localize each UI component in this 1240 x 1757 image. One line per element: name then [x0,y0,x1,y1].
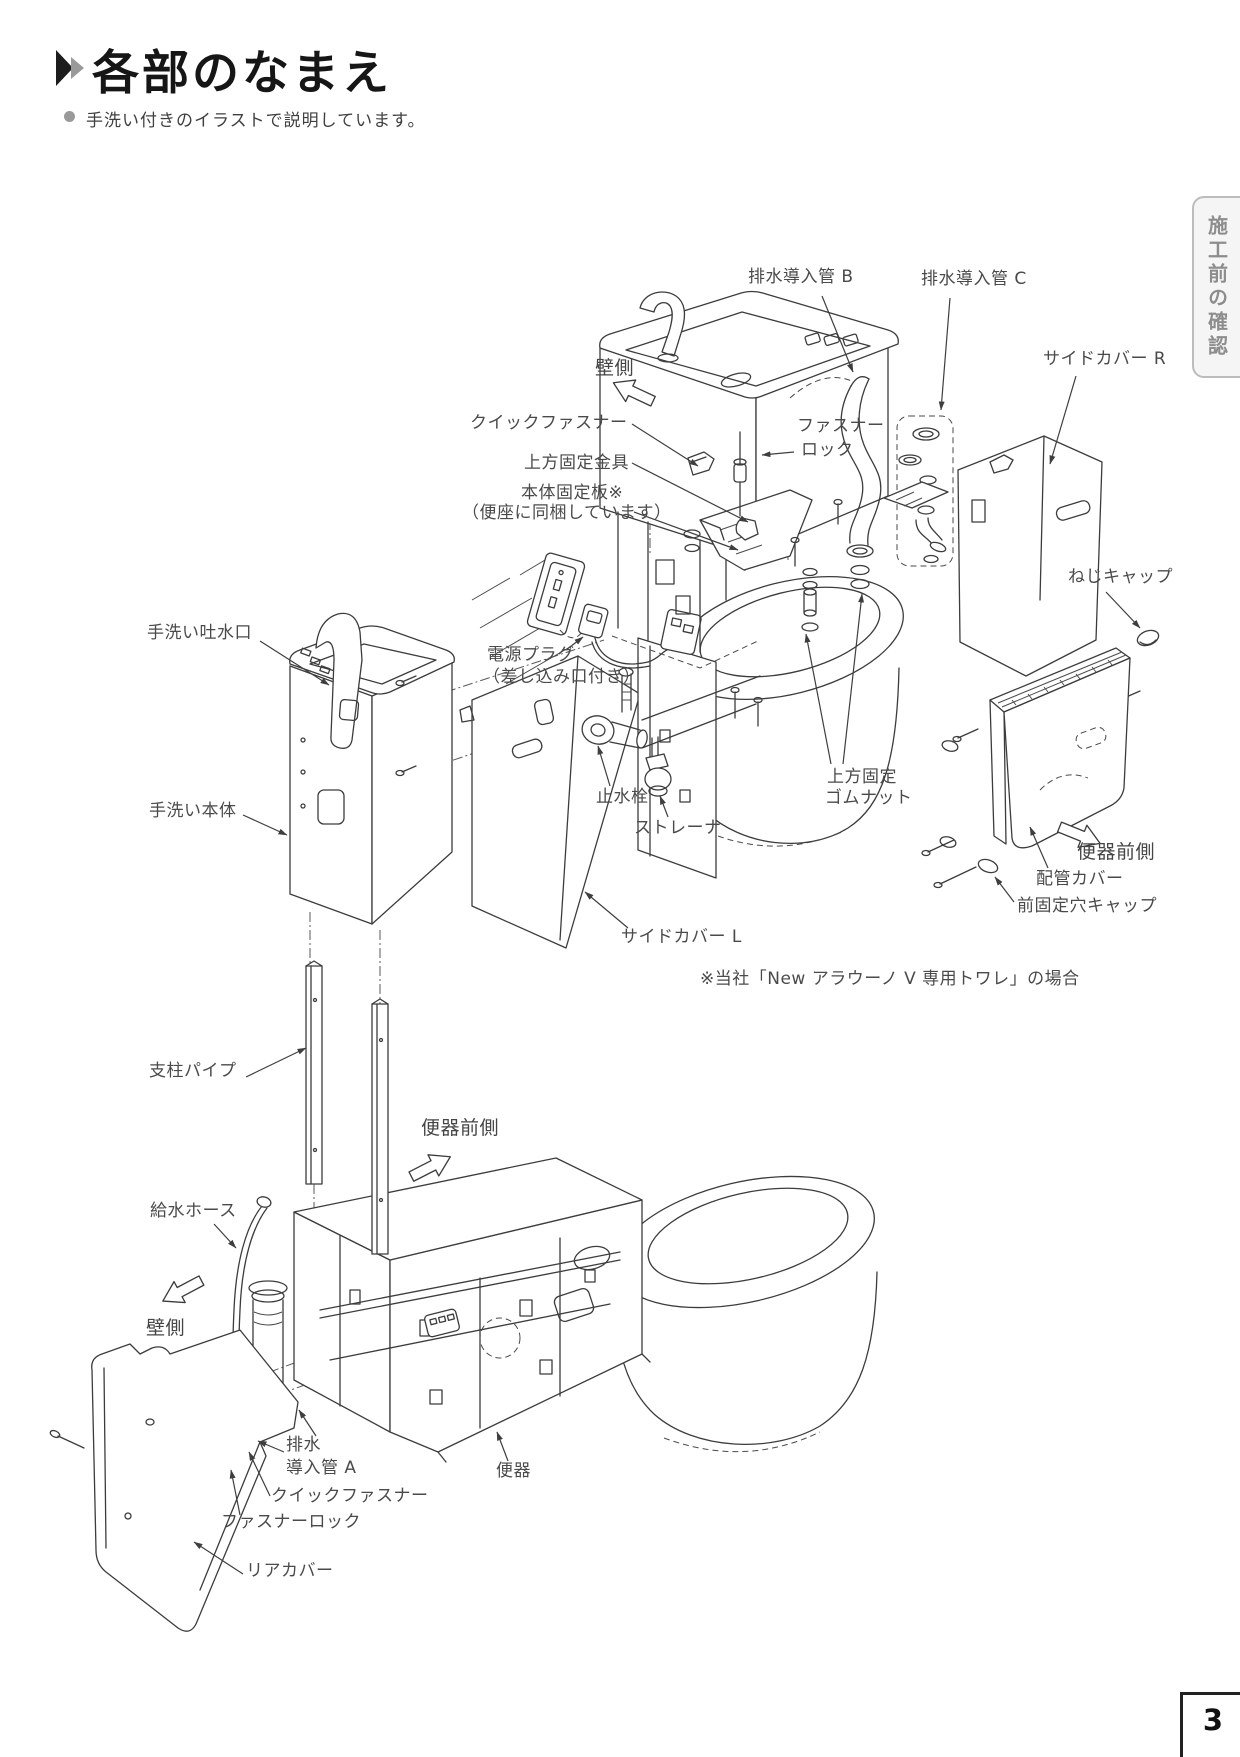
label-screw-cap: ねじキャップ [1068,567,1173,587]
label-body-fixing-plate: 本体固定板※ [521,483,624,503]
label-fastener-lock-bottom: ファスナーロック [221,1512,361,1532]
upper-bracket-plate [883,481,949,509]
title-marker-icon [56,50,84,86]
label-stop-valve: 止水栓 [596,787,649,807]
label-side-cover-l: サイドカバー L [621,927,742,947]
bullet-icon [64,111,75,122]
label-drain-pipe-c: 排水導入管 C [921,269,1027,289]
label-toilet-bowl: 便器 [496,1461,531,1481]
label-toilet-front-bottom: 便器前側 [421,1117,500,1139]
label-wall-side-top: 壁側 [595,357,635,379]
seat-frame [637,637,763,879]
page-number: 3 [1202,1703,1224,1737]
handwash-tank-bottom-diagram [289,612,455,925]
support-pipes [305,960,389,1255]
strainer-part [644,736,672,797]
label-support-pipe: 支柱パイプ [149,1061,237,1081]
label-body-fixing-plate-sub: （便座に同梱しています） [462,503,672,523]
label-drain-pipe-a-line1: 排水 [286,1435,321,1455]
note-seat-model: ※当社「New アラウーノ V 専用トワレ」の場合 [700,969,1080,989]
label-wall-side-bottom: 壁側 [146,1317,186,1339]
label-power-plug-line1: 電源プラグ [487,645,575,665]
stop-valve-part [581,667,648,749]
label-upper-fixing-rubber-nut-line1: 上方固定 [827,767,897,787]
wall-outlet [526,552,586,636]
drain-pipe-c-part [896,415,954,567]
page-title: 各部のなまえ [92,46,392,101]
label-quick-fastener-bottom: クイックファスナー [271,1486,429,1506]
side-tab-pre-construction-check: 施工前の確認 [1192,196,1240,378]
label-drain-pipe-a-line2: 導入管 A [286,1458,357,1478]
page-number-box: 3 [1180,1692,1240,1757]
label-side-cover-r: サイドカバー R [1043,349,1167,369]
label-fastener-lock-top-line1: ファスナー [797,416,885,436]
label-toilet-front-top: 便器前側 [1077,841,1156,863]
power-plug-part [578,603,668,669]
label-fastener-lock-top-line2: ロック [801,440,854,460]
label-upper-fixing-rubber-nut-line2: ゴムナット [825,788,913,808]
rubber-nut-stacks [683,498,843,632]
label-handwash-body: 手洗い本体 [149,801,237,821]
intro-text: 手洗い付きのイラストで説明しています。 [86,111,426,131]
label-front-fixing-hole-cap: 前固定穴キャップ [1017,896,1157,916]
diagram-top [435,290,1160,949]
rear-cover-part [49,1329,299,1632]
label-quick-fastener-top: クイックファスナー [470,413,628,433]
diagram-bottom [49,612,878,1632]
label-water-supply-hose: 給水ホース [150,1201,237,1221]
label-power-plug-line2: （差し込み口付き） [483,667,641,687]
label-upper-fixing-bracket: 上方固定金具 [524,453,629,473]
label-strainer: ストレーナ [634,818,722,838]
control-box [660,608,702,656]
toilet-bowl-top-diagram [671,575,904,847]
label-piping-cover: 配管カバー [1036,869,1124,889]
label-handwash-spout: 手洗い吐水口 [147,623,252,643]
tank-mechanism-unit [293,1157,651,1463]
label-drain-pipe-b: 排水導入管 B [748,267,854,287]
fastener-lock-part-top [733,431,747,517]
piping-cover-part [921,647,1131,889]
leader-lines-top [565,295,1141,929]
label-rear-cover: リアカバー [246,1561,334,1581]
side-tab-label: 施工前の確認 [1204,215,1229,359]
side-cover-r-part [957,435,1103,677]
leader-lines-bottom [193,640,509,1575]
drain-pipe-b-part [789,376,882,590]
